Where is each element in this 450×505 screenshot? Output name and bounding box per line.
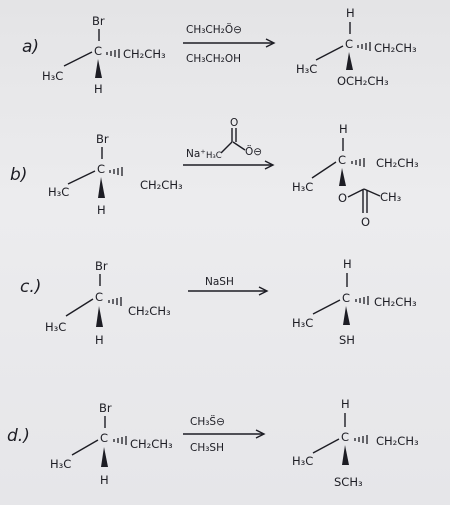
bond-b-ester-1: [347, 188, 365, 198]
product-b-ester-o: O: [338, 191, 347, 205]
hash-bond-d: [113, 436, 127, 445]
arrow-b-head: [264, 160, 275, 170]
wedge-c-prod: [343, 306, 350, 325]
substrate-b-ethyl: CH₂CH₃: [140, 178, 183, 192]
reagent-a-top: CH₃CH₂Ö⊖: [186, 23, 242, 36]
product-d-h: H: [341, 397, 350, 411]
substrate-b-br: Br: [96, 132, 109, 146]
wedge-d: [101, 447, 108, 467]
label-a: a): [22, 37, 39, 57]
bond-a-prod-methyl: [315, 45, 344, 61]
reaction-d: d.) Br C H₃C CH₂CH₃ H CH₃S̈⊖ CH₃SH H C H…: [7, 397, 419, 489]
reaction-b: b) Br C H₃C CH₂CH₃ H Na⁺ H₃C O Ö⊖ H C H₃…: [10, 117, 419, 229]
substrate-c-h: H: [95, 333, 104, 347]
reagent-d-bottom: CH₃SH: [190, 442, 224, 454]
wedge-b: [98, 177, 105, 198]
hash-bond-a-prod: [357, 42, 371, 51]
substrate-a-carbon: C: [94, 44, 102, 58]
substrate-a-br: Br: [92, 14, 105, 28]
product-b-acyl-methyl: CH₃: [380, 190, 402, 204]
product-a-methyl: H₃C: [296, 62, 317, 76]
wedge-c: [96, 306, 103, 327]
substrate-d-carbon: C: [100, 431, 108, 445]
reagent-b-carbonyl-o: O: [230, 117, 238, 129]
substrate-c-methyl: H₃C: [45, 320, 66, 334]
product-c-methyl: H₃C: [292, 316, 313, 330]
wedge-d-prod: [342, 445, 349, 465]
label-d: d.): [7, 426, 30, 446]
substrate-c-carbon: C: [95, 290, 103, 304]
hash-bond-b: [109, 167, 123, 176]
substrate-b-h: H: [97, 203, 106, 217]
substrate-d-ethyl: CH₂CH₃: [130, 437, 173, 451]
product-d-thioether: SCH₃: [334, 475, 363, 489]
reagent-b-methyl: H₃C: [206, 151, 222, 161]
product-d-ethyl: CH₂CH₃: [376, 434, 419, 448]
substrate-a-h: H: [94, 82, 103, 96]
bond-c-methyl: [65, 298, 94, 317]
product-a-ethyl: CH₂CH₃: [374, 41, 417, 55]
product-a-h: H: [346, 6, 355, 20]
bond-b-prod-methyl: [311, 161, 337, 179]
arrow-c-head: [258, 286, 269, 296]
hash-bond-c: [108, 297, 122, 306]
product-a-carbon: C: [345, 37, 353, 51]
product-d-carbon: C: [341, 430, 349, 444]
wedge-a-prod: [346, 52, 353, 70]
hash-bond-c-prod: [355, 296, 369, 305]
bond-a-methyl: [63, 51, 93, 67]
bond-b-reagent-1: [220, 141, 233, 154]
product-b-methyl: H₃C: [292, 180, 313, 194]
product-c-ethyl: CH₂CH₃: [374, 295, 417, 309]
bond-b-methyl: [67, 170, 96, 185]
hash-bond-a: [106, 49, 120, 58]
substrate-d-methyl: H₃C: [50, 457, 71, 471]
substrate-b-carbon: C: [97, 162, 105, 176]
substrate-d-h: H: [100, 473, 109, 487]
product-b-carbonyl-o: O: [361, 215, 370, 229]
wedge-b-prod: [339, 168, 346, 186]
reagent-b-oxide: Ö⊖: [245, 145, 262, 158]
reagent-b-na: Na⁺: [186, 148, 206, 160]
bond-d-methyl: [71, 439, 99, 456]
hash-bond-b-prod: [351, 158, 365, 167]
product-c-h: H: [343, 257, 352, 271]
substrate-c-ethyl: CH₂CH₃: [128, 304, 171, 318]
product-a-ethoxy: OCH₂CH₃: [337, 74, 389, 88]
product-d-methyl: H₃C: [292, 454, 313, 468]
wedge-a: [95, 59, 102, 78]
substrate-a-ethyl: CH₂CH₃: [123, 47, 166, 61]
hash-bond-d-prod: [354, 435, 368, 444]
arrow-a-head: [265, 38, 276, 48]
bond-c-prod-methyl: [312, 299, 341, 315]
substrate-d-br: Br: [99, 401, 112, 415]
reagent-d-top: CH₃S̈⊖: [190, 415, 225, 428]
reaction-a: a) Br C H₃C CH₂CH₃ H CH₃CH₂Ö⊖ CH₃CH₂OH H…: [22, 6, 417, 96]
reagent-a-bottom: CH₃CH₂OH: [186, 53, 241, 65]
substrate-b-methyl: H₃C: [48, 185, 69, 199]
product-b-h: H: [339, 122, 348, 136]
bond-d-prod-methyl: [312, 438, 340, 454]
substrate-a-methyl: H₃C: [42, 69, 63, 83]
label-b: b): [10, 165, 27, 185]
bond-b-reagent-2: [232, 141, 246, 151]
reagent-c: NaSH: [205, 276, 234, 288]
arrow-d-head: [255, 429, 266, 439]
product-c-thiol: SH: [339, 333, 355, 347]
reaction-c: c.) Br C H₃C CH₂CH₃ H NaSH H C H₃C: [20, 257, 417, 347]
product-b-carbon: C: [338, 153, 346, 167]
label-c: c.): [20, 277, 41, 297]
product-b-ethyl: CH₂CH₃: [376, 156, 419, 170]
substrate-c-br: Br: [95, 259, 108, 273]
product-c-carbon: C: [342, 291, 350, 305]
